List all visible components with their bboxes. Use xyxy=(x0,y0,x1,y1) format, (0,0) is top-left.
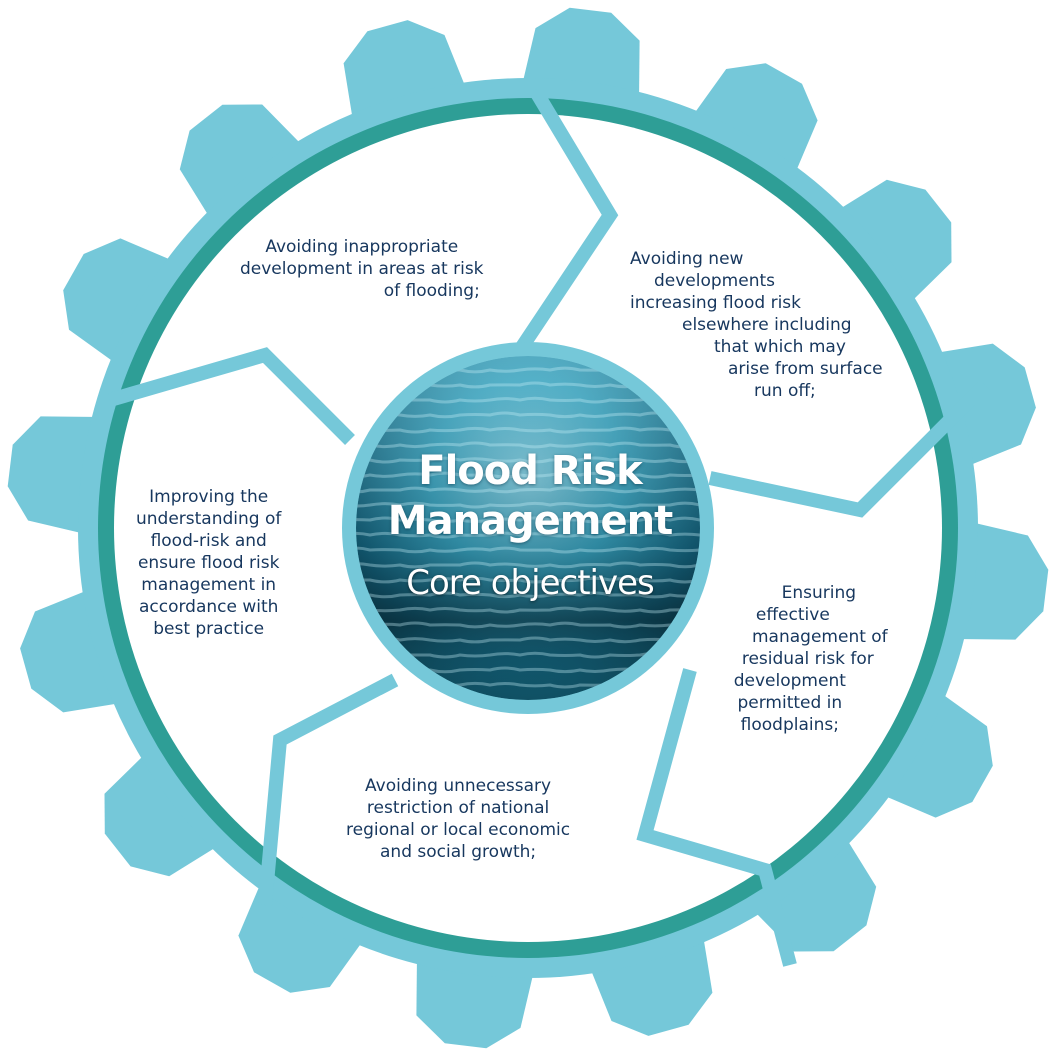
water-ripple xyxy=(356,546,700,554)
objective-left: Improving the understanding of flood-ris… xyxy=(136,486,281,640)
objective-bottom-line: restriction of national xyxy=(366,798,550,818)
gear-tooth xyxy=(878,690,993,818)
gear-tooth xyxy=(953,521,1049,640)
objective-right-lower-line: management of xyxy=(752,627,888,647)
objective-right-upper-line: that which may xyxy=(714,337,846,357)
gear-tooth xyxy=(238,878,366,993)
water-ripple xyxy=(356,486,700,494)
divider-bottom-left xyxy=(258,673,399,906)
objective-left-line: understanding of xyxy=(136,509,282,529)
objective-left-line: ensure flood risk xyxy=(137,553,280,573)
objective-left-line: best practice xyxy=(153,619,265,639)
objective-right-lower-line: residual risk for xyxy=(741,649,874,669)
water-ripple xyxy=(356,531,700,539)
objective-right-upper-line: increasing flood risk xyxy=(630,293,802,313)
objective-right-upper-line: run off; xyxy=(754,381,816,401)
objective-top-line: development in areas at risk xyxy=(240,259,484,279)
water-ripple xyxy=(356,426,700,434)
objective-right-upper-line: elsewhere including xyxy=(682,315,852,335)
center-title: Flood Risk Management xyxy=(350,446,710,546)
objective-bottom-line: regional or local economic xyxy=(346,820,571,840)
objective-left-line: flood-risk and xyxy=(150,531,267,551)
water-ripple xyxy=(356,501,700,509)
objective-left-line: management in xyxy=(141,575,277,595)
divider-bottom-right xyxy=(636,668,797,967)
objective-right-lower-line: floodplains; xyxy=(740,715,839,735)
gear-tooth xyxy=(690,63,818,178)
objective-top-line: Avoiding inappropriate xyxy=(265,237,459,257)
objective-top: Avoiding inappropriate development in ar… xyxy=(240,236,484,302)
objective-right-lower: Ensuring effective management of residua… xyxy=(690,582,888,736)
objective-right-lower-line: Ensuring xyxy=(781,583,857,603)
gear-tooth xyxy=(179,104,306,222)
objective-top-line: of flooding; xyxy=(383,281,480,301)
gear-tooth xyxy=(104,750,222,877)
center-title-line2: Management xyxy=(387,498,673,544)
objective-bottom: Avoiding unnecessary restriction of nati… xyxy=(346,775,570,863)
gear-tooth xyxy=(416,953,535,1049)
segment-dividers xyxy=(108,86,990,967)
water-ripple xyxy=(356,576,700,584)
water-ripple xyxy=(356,621,700,629)
water-ripple xyxy=(356,456,700,464)
water-ripple xyxy=(356,561,700,569)
gear-tooth xyxy=(63,238,178,366)
center-subtitle: Core objectives xyxy=(406,563,654,603)
water-ripple xyxy=(356,606,700,614)
water-ripple xyxy=(356,471,700,479)
objective-left-line: accordance with xyxy=(138,597,279,617)
water-ripple xyxy=(356,591,700,599)
objective-left-line: Improving the xyxy=(149,487,269,507)
objective-right-lower-line: permitted in xyxy=(737,693,843,713)
objective-right-upper-line: developments xyxy=(654,271,776,291)
divider-right xyxy=(708,380,990,518)
objective-bottom-line: Avoiding unnecessary xyxy=(365,776,552,796)
center-title-line1: Flood Risk xyxy=(418,448,642,494)
objective-right-lower-line: development xyxy=(733,671,846,691)
objective-right-upper: Avoiding new developments increasing flo… xyxy=(630,248,883,402)
gear-tooth xyxy=(521,7,640,103)
objective-right-upper-line: arise from surface xyxy=(728,359,883,379)
gear-tooth xyxy=(7,416,103,535)
objective-bottom-line: and social growth; xyxy=(380,842,537,862)
objective-right-upper-line: Avoiding new xyxy=(630,249,744,269)
water-ripple xyxy=(356,516,700,524)
water-ripple xyxy=(356,441,700,449)
divider-left xyxy=(108,347,355,445)
gear-tooth xyxy=(834,179,952,306)
gear-teeth xyxy=(7,7,1049,1049)
divider-top-right xyxy=(514,86,619,354)
objective-right-lower-line: effective xyxy=(755,605,830,625)
